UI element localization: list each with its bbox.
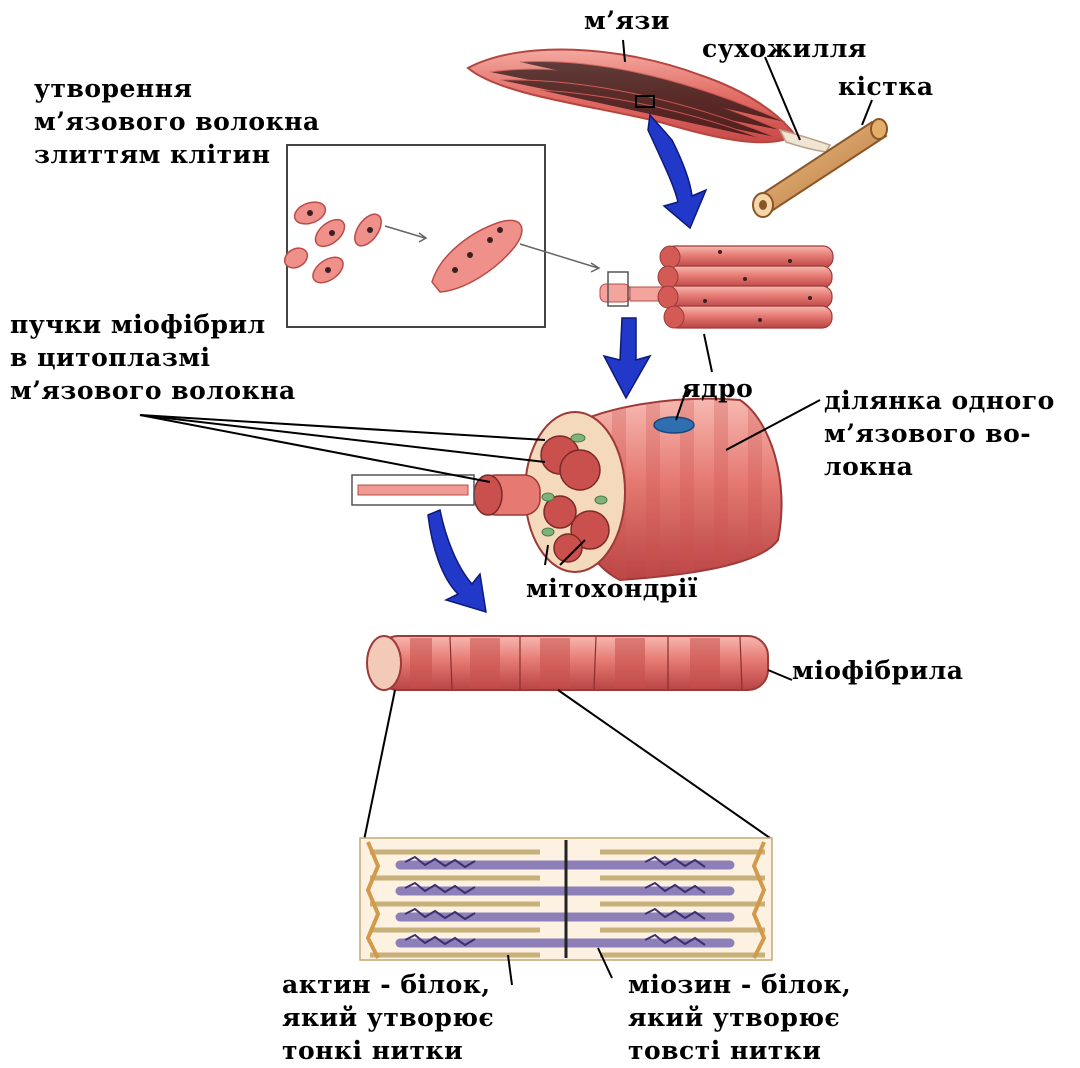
label-actin-line-3: тонкі нитки (282, 1034, 494, 1067)
label-tendon: сухожилля (702, 32, 867, 65)
label-myofibril: міофібрила (792, 654, 963, 687)
sarcomere-illustration (360, 838, 772, 960)
label-fiber-section-line-2: м’язового во- (824, 417, 1055, 450)
label-myosin: міозин - білок, який утворює товсті нитк… (628, 968, 851, 1067)
label-cell-fusion-line-3: злиттям клітин (34, 138, 320, 171)
myofibril-illustration (367, 636, 792, 690)
tendon-illustration (780, 130, 830, 152)
label-cell-fusion-line-2: м’язового волокна (34, 105, 320, 138)
label-fiber-section-line-1: ділянка одного (824, 384, 1055, 417)
muscle-fiber-segment (352, 399, 782, 580)
label-fiber-section-line-3: локна (824, 450, 1055, 483)
label-myofibril-bundles-line-3: м’язового волокна (10, 374, 296, 407)
label-myosin-line-1: міозин - білок, (628, 968, 851, 1001)
label-myofibril-bundles-line-1: пучки міофібрил (10, 308, 296, 341)
label-actin: актин - білок, який утворює тонкі нитки (282, 968, 494, 1067)
arrow-down-2 (604, 318, 650, 398)
arrow-down-3 (428, 510, 486, 612)
label-myosin-line-3: товсті нитки (628, 1034, 851, 1067)
label-fiber-section: ділянка одного м’язового во- локна (824, 384, 1055, 483)
nucleus-shape (654, 417, 694, 433)
label-actin-line-1: актин - білок, (282, 968, 494, 1001)
label-myosin-line-2: який утворює (628, 1001, 851, 1034)
label-cell-fusion-line-1: утворення (34, 72, 320, 105)
label-actin-line-2: який утворює (282, 1001, 494, 1034)
label-myofibril-bundles-line-2: в цитоплазмі (10, 341, 296, 374)
cell-fusion-box (281, 145, 599, 327)
label-mitochondria: мітохондрії (526, 572, 698, 605)
label-muscle: м’язи (584, 4, 670, 37)
label-bone: кістка (838, 70, 934, 103)
zoom-lines (362, 690, 770, 850)
label-myofibril-bundles: пучки міофібрил в цитоплазмі м’язового в… (10, 308, 296, 407)
label-nucleus: ядро (682, 372, 753, 405)
label-cell-fusion: утворення м’язового волокна злиттям кліт… (34, 72, 320, 171)
